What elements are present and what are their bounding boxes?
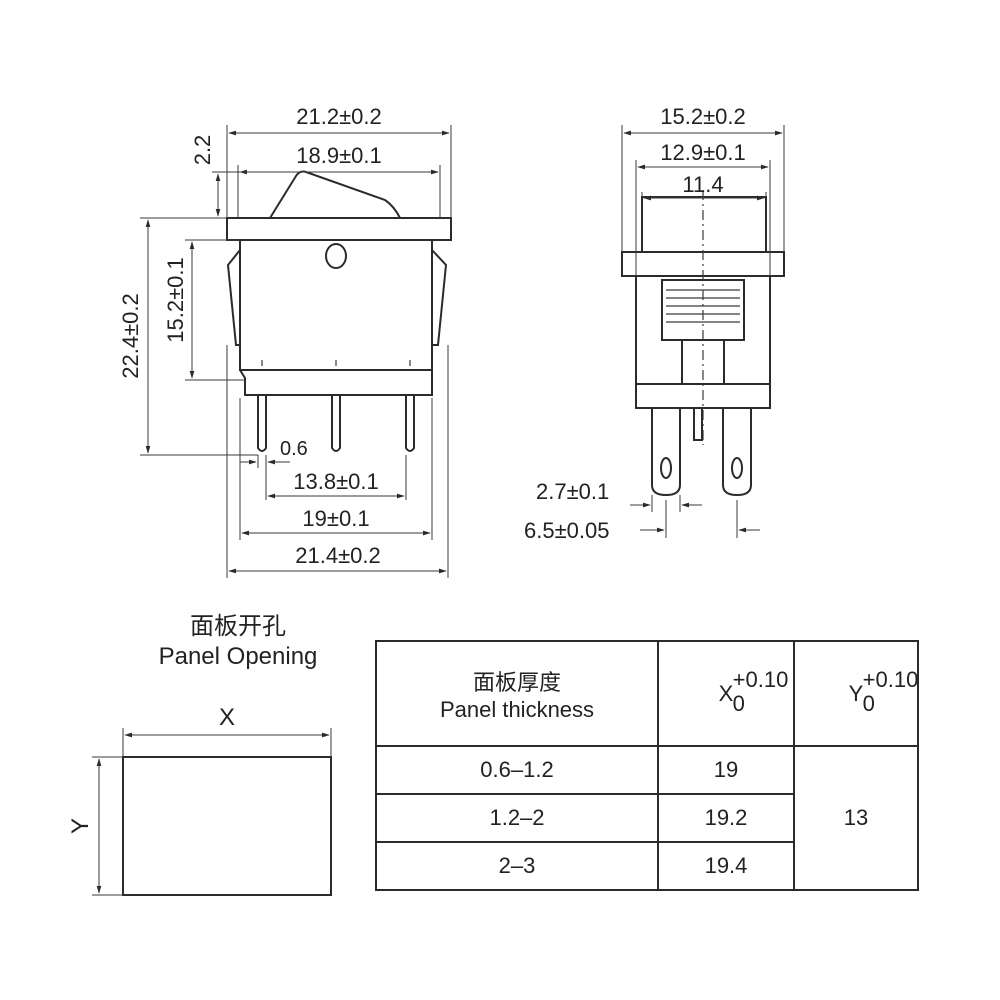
pin-left (257, 395, 267, 452)
header-thickness-cn: 面板厚度 (472, 669, 561, 695)
table-row: 0.6–1.2 19 13 (375, 745, 919, 891)
cell-x: 19 (657, 745, 795, 795)
pin-center (331, 395, 341, 452)
dim-total-height: 22.4±0.2 (118, 293, 143, 378)
dim-body-width: 12.9±0.1 (660, 140, 745, 165)
header-x-tol-upper: +0.10 (732, 666, 789, 692)
dim-inner-width: 11.4 (682, 172, 723, 197)
header-y-tol-upper: +0.10 (862, 666, 919, 692)
panel-cutout (122, 756, 332, 896)
table-header-row: 面板厚度 Panel thickness X +0.10 0 Y +0.10 0 (375, 640, 919, 747)
panel-thickness-table: 面板厚度 Panel thickness X +0.10 0 Y +0.10 0… (375, 640, 919, 891)
side-pin-center (693, 408, 703, 441)
panel-title-cn: 面板开孔 (190, 613, 286, 640)
dim-pin-thickness: 0.6 (280, 438, 308, 460)
side-rocker (641, 196, 767, 253)
dim-body-height: 15.2±0.1 (163, 257, 188, 342)
dim-bottom-width: 21.4±0.2 (295, 543, 380, 568)
side-pin-right (722, 408, 752, 497)
cell-thickness: 0.6–1.2 (375, 745, 659, 795)
side-view: 15.2±0.2 12.9±0.1 11.4 2.7±0.1 6.5±0.05 (524, 104, 785, 543)
header-y-tol-lower: 0 (862, 690, 875, 716)
header-y-label: Y (848, 680, 864, 706)
cell-thickness: 1.2–2 (375, 793, 659, 843)
dim-total-width: 21.2±0.2 (296, 104, 381, 129)
rocker (269, 170, 401, 219)
table-row: 1.2–2 19.2 (375, 793, 918, 843)
dim-pin-width: 2.7±0.1 (536, 479, 609, 504)
panel-title-en: Panel Opening (158, 643, 318, 670)
pin-right (405, 395, 415, 452)
front-body-base (239, 369, 433, 396)
dim-pin-span: 13.8±0.1 (293, 469, 378, 494)
dim-rocker-height: 2.2 (190, 135, 215, 166)
header-y: Y +0.10 0 (793, 640, 919, 747)
front-flange (226, 217, 452, 241)
panel-y-label: Y (67, 818, 94, 834)
header-thickness-en: Panel thickness (439, 696, 595, 722)
header-x-tol-lower: 0 (732, 690, 745, 716)
header-x: X +0.10 0 (657, 640, 795, 747)
front-body (239, 240, 433, 371)
dim-body-bottom-width: 19±0.1 (302, 506, 369, 531)
side-pin-left (651, 408, 681, 497)
panel-opening-caption: 面板开孔 Panel Opening (118, 612, 358, 672)
cell-x: 19.2 (657, 793, 795, 843)
table-row: 2–3 19.4 (375, 841, 918, 891)
right-snap-tab (431, 249, 448, 346)
header-x-label: X (718, 680, 734, 706)
panel-x-label: X (219, 704, 235, 731)
panel-opening-drawing: X Y (67, 704, 332, 896)
dim-rocker-width: 18.9±0.1 (296, 143, 381, 168)
cell-thickness: 2–3 (375, 841, 659, 891)
front-view: 21.2±0.2 18.9±0.1 2.2 22.4±0.2 15.2±0.1 … (118, 104, 452, 578)
cell-y: 13 (793, 745, 919, 891)
cell-x: 19.4 (657, 841, 795, 891)
header-thickness: 面板厚度 Panel thickness (375, 640, 659, 747)
left-snap-tab (226, 249, 241, 346)
lamp-hole (325, 243, 347, 269)
dim-pin-pitch: 6.5±0.05 (524, 518, 609, 543)
dim-flange-width: 15.2±0.2 (660, 104, 745, 129)
